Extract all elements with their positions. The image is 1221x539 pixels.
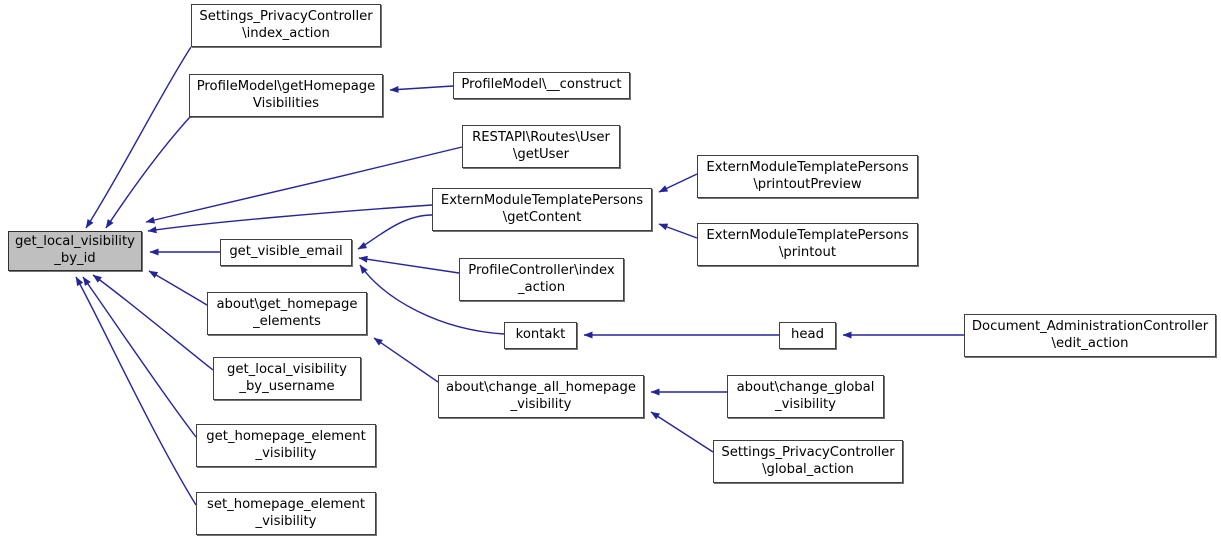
edge-profile_construct-to-profile_gethp xyxy=(389,85,454,93)
node-about_get_hp[interactable]: about\get_homepage _elements xyxy=(207,292,367,335)
node-root[interactable]: get_local_visibility _by_id xyxy=(8,231,142,271)
edge-settings_index-to-root xyxy=(85,46,192,229)
edge-emtp_printout-to-emtp_getcontent xyxy=(658,223,698,239)
node-doc_admin_edit[interactable]: Document_AdministrationController \edit_… xyxy=(964,314,1216,357)
node-settings_global[interactable]: Settings_PrivacyController \global_actio… xyxy=(713,440,903,483)
node-restapi_getuser[interactable]: RESTAPI\Routes\User \getUser xyxy=(462,125,620,168)
node-get_visible_email[interactable]: get_visible_email xyxy=(220,239,352,266)
node-profile_gethp[interactable]: ProfileModel\getHomepage Visibilities xyxy=(189,74,383,117)
edge-settings_global-to-about_change_all xyxy=(650,411,714,453)
node-kontakt[interactable]: kontakt xyxy=(504,322,577,349)
node-get_local_vis_un[interactable]: get_local_visibility _by_username xyxy=(213,357,361,400)
edge-about_change_all-to-about_get_hp xyxy=(373,337,439,383)
edge-about_get_hp-to-root xyxy=(148,270,208,306)
node-profile_construct[interactable]: ProfileModel\__construct xyxy=(453,72,630,99)
edge-emtp_getcontent-to-root xyxy=(147,204,433,234)
edge-get_hp_elem_vis-to-root xyxy=(82,276,197,438)
edge-set_hp_elem_vis-to-root xyxy=(75,276,197,506)
edge-emtp_getcontent-to-get_visible_email xyxy=(357,214,433,250)
edge-kontakt-to-get_visible_email xyxy=(359,264,505,335)
edge-profile_gethp-to-root xyxy=(105,116,191,229)
node-head[interactable]: head xyxy=(779,322,836,349)
node-emtp_printout[interactable]: ExternModuleTemplatePersons \printout xyxy=(697,223,918,266)
edge-restapi_getuser-to-root xyxy=(145,146,463,224)
node-settings_index[interactable]: Settings_PrivacyController \index_action xyxy=(191,4,381,47)
node-emtp_preview[interactable]: ExternModuleTemplatePersons \printoutPre… xyxy=(697,155,918,198)
node-about_change_all[interactable]: about\change_all_homepage _visibility xyxy=(438,375,644,418)
edge-emtp_preview-to-emtp_getcontent xyxy=(658,173,698,193)
node-profile_ctrl_idx[interactable]: ProfileController\index _action xyxy=(459,258,624,301)
node-get_hp_elem_vis[interactable]: get_homepage_element _visibility xyxy=(196,424,376,467)
node-about_change_glb[interactable]: about\change_global _visibility xyxy=(727,375,884,418)
edge-get_local_vis_un-to-root xyxy=(92,274,214,371)
node-set_hp_elem_vis[interactable]: set_homepage_element _visibility xyxy=(196,492,376,535)
edge-profile_ctrl_idx-to-get_visible_email xyxy=(358,255,460,274)
node-emtp_getcontent[interactable]: ExternModuleTemplatePersons \getContent xyxy=(432,188,652,231)
